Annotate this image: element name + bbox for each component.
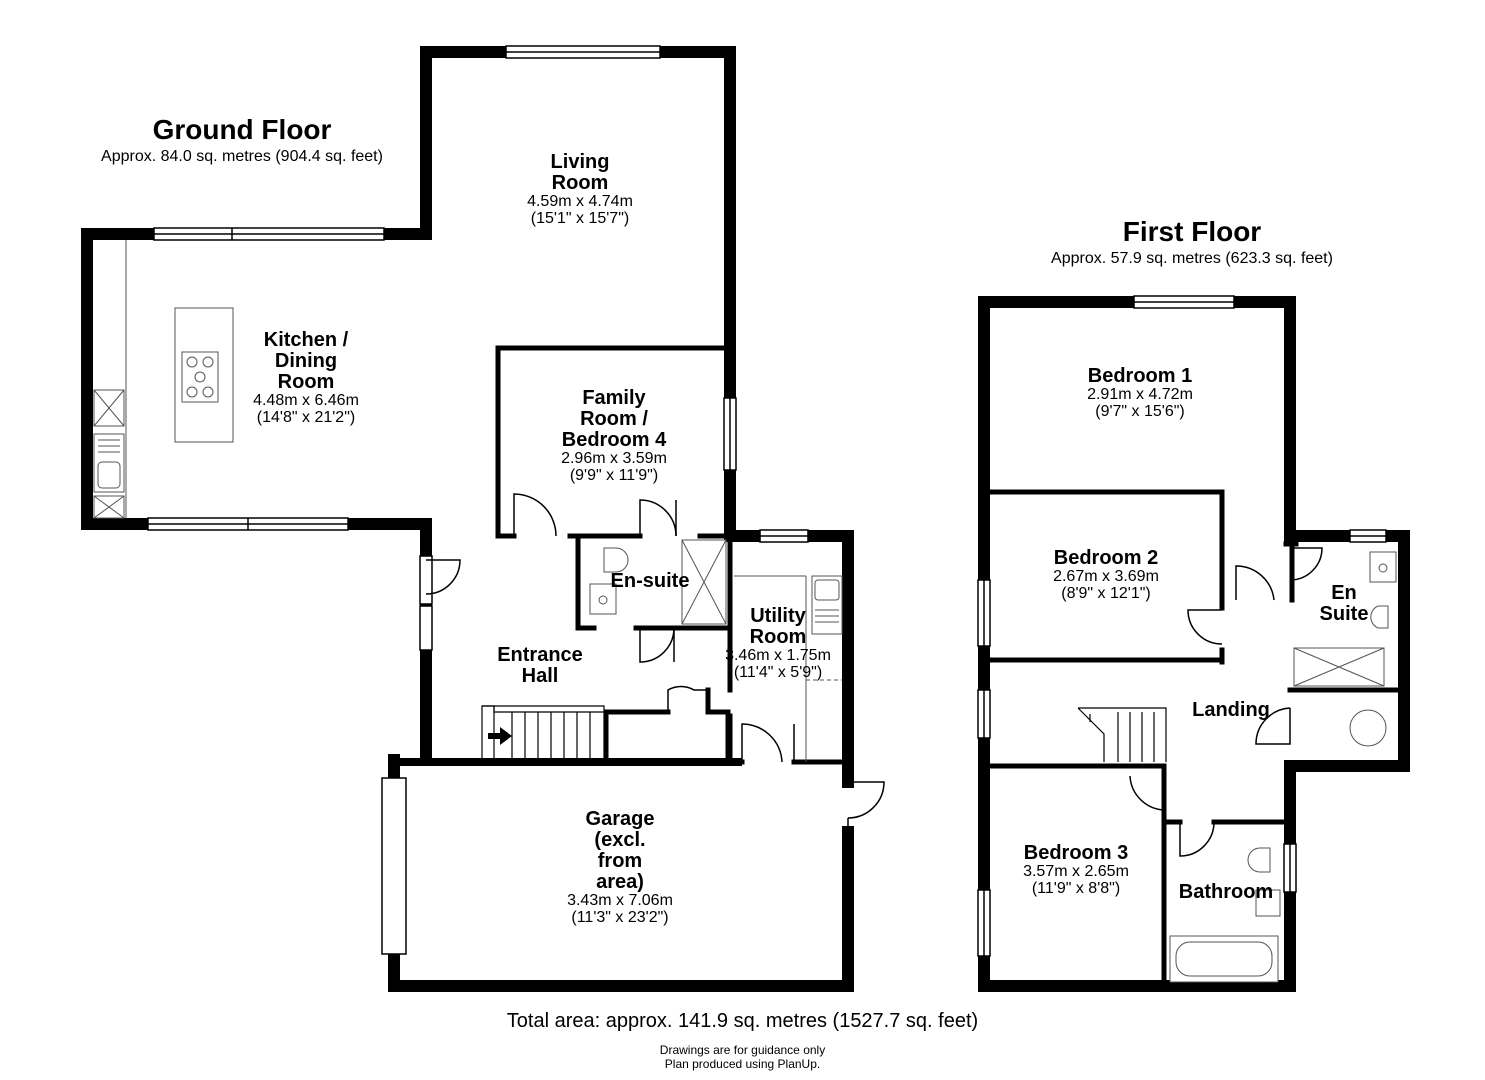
ground-floor-title: Ground Floor: [152, 114, 332, 145]
first-floor-doors: [1129, 547, 1323, 857]
ground-floor-windows: [147, 45, 809, 955]
family-room-metric: 2.96m x 3.59m: [561, 450, 667, 467]
first-floor-area: Approx. 57.9 sq. metres (623.3 sq. feet): [1051, 250, 1333, 267]
footer-note-planup: Plan produced using PlanUp.: [664, 1057, 821, 1072]
living-room-name: Living Room: [550, 151, 610, 194]
living-room-metric: 4.59m x 4.74m: [527, 193, 633, 210]
landing-name: Landing: [1192, 699, 1270, 721]
living-room-imperial: (15'1" x 15'7"): [530, 209, 630, 227]
garage-name: Garage (excl. from area): [585, 808, 655, 893]
first-floor-title: First Floor: [1122, 216, 1262, 247]
ensuite-fittings-ground: [589, 539, 727, 625]
bathroom-name: Bathroom: [1178, 881, 1274, 903]
utility-room-imperial: (11'4" x 5'9"): [733, 663, 823, 681]
utility-room-name: Utility Room: [749, 605, 807, 648]
bedroom-2-name: Bedroom 2: [1053, 547, 1159, 569]
first-floor-inner-walls: [985, 489, 1399, 989]
entrance-hall-label: Entrance Hall: [470, 645, 610, 687]
ensuite-fittings-first: [1293, 551, 1397, 747]
bedroom-1-imperial: (9'7" x 15'6"): [1095, 402, 1185, 420]
landing-label: Landing: [1176, 700, 1286, 721]
footer-note-guidance: Drawings are for guidance only: [659, 1043, 826, 1057]
bedroom-1-name: Bedroom 1: [1087, 365, 1193, 387]
footer-notes: Drawings are for guidance only Plan prod…: [0, 1043, 1485, 1072]
kitchen-label: Kitchen / Dining Room 4.48m x 6.46m (14'…: [206, 330, 406, 427]
family-room-name: Family Room / Bedroom 4: [561, 387, 667, 451]
bedroom-3-imperial: (11'9" x 8'8"): [1031, 879, 1121, 897]
en-suite-first-label: En Suite: [1304, 583, 1384, 625]
living-room-label: Living Room 4.59m x 4.74m (15'1" x 15'7"…: [480, 152, 680, 228]
ensuite-ground-name: En-suite: [610, 570, 690, 592]
stairs-arrow: [488, 727, 512, 745]
utility-room-label: Utility Room 3.46m x 1.75m (11'4" x 5'9"…: [708, 606, 848, 682]
utility-fittings: [734, 575, 843, 762]
bedroom-1-label: Bedroom 1 2.91m x 4.72m (9'7" x 15'6"): [1040, 366, 1240, 421]
ground-floor-title-block: Ground Floor Approx. 84.0 sq. metres (90…: [62, 114, 422, 166]
ground-floor-area: Approx. 84.0 sq. metres (904.4 sq. feet): [101, 148, 383, 165]
bedroom-3-name: Bedroom 3: [1023, 842, 1129, 864]
utility-room-metric: 3.46m x 1.75m: [725, 647, 831, 664]
kitchen-metric: 4.48m x 6.46m: [253, 392, 359, 409]
ground-floor-inner-walls: [391, 345, 851, 765]
kitchen-name: Kitchen / Dining Room: [263, 329, 349, 393]
bathroom-fittings: [1169, 847, 1281, 983]
bedroom-3-metric: 3.57m x 2.65m: [1023, 863, 1129, 880]
family-room-imperial: (9'9" x 11'9"): [569, 466, 659, 484]
garage-label: Garage (excl. from area) 3.43m x 7.06m (…: [520, 809, 720, 927]
first-floor-windows: [977, 295, 1387, 957]
en-suite-first-name: En Suite: [1319, 582, 1369, 625]
bedroom-2-label: Bedroom 2 2.67m x 3.69m (8'9" x 12'1"): [1006, 548, 1206, 603]
total-area: Total area: approx. 141.9 sq. metres (15…: [506, 1010, 979, 1032]
bathroom-label: Bathroom: [1170, 882, 1282, 903]
bedroom-3-label: Bedroom 3 3.57m x 2.65m (11'9" x 8'8"): [976, 843, 1176, 898]
kitchen-fittings: [93, 240, 234, 519]
ground-floor-doors: [425, 493, 885, 830]
bedroom-2-metric: 2.67m x 3.69m: [1053, 568, 1159, 585]
first-stairs: [1077, 707, 1167, 762]
first-floor-title-block: First Floor Approx. 57.9 sq. metres (623…: [1012, 216, 1372, 268]
entrance-hall-name: Entrance Hall: [497, 644, 583, 687]
kitchen-imperial: (14'8" x 21'2"): [256, 408, 356, 426]
garage-imperial: (11'3" x 23'2"): [571, 908, 669, 926]
ensuite-ground-label: En-suite: [590, 571, 710, 592]
bedroom-2-imperial: (8'9" x 12'1"): [1061, 584, 1151, 602]
garage-metric: 3.43m x 7.06m: [567, 892, 673, 909]
family-room-label: Family Room / Bedroom 4 2.96m x 3.59m (9…: [514, 388, 714, 485]
bedroom-1-metric: 2.91m x 4.72m: [1087, 386, 1193, 403]
